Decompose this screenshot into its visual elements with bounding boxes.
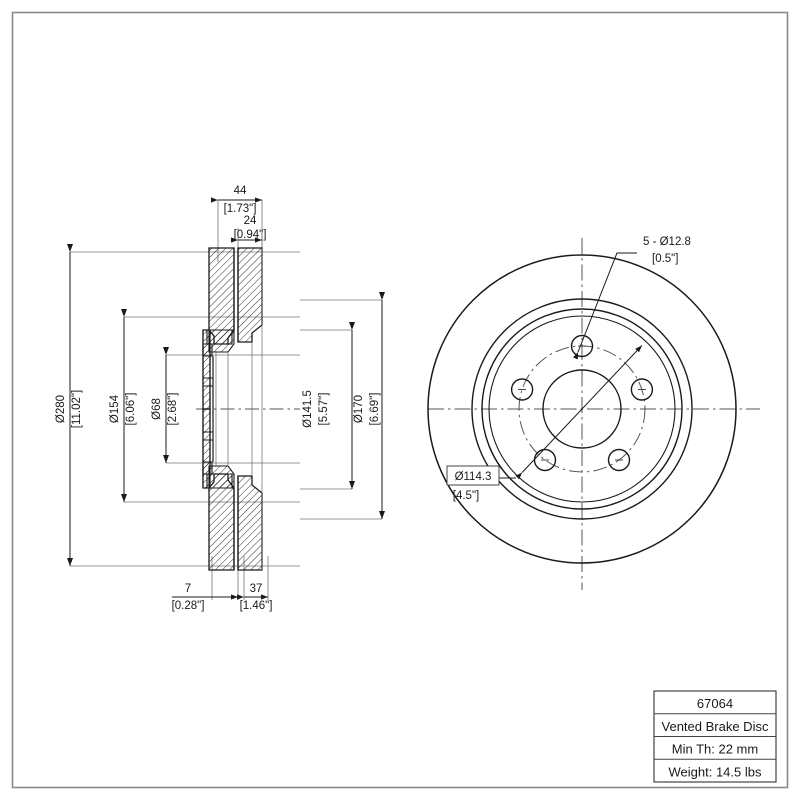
dim-hat-depth: 37 [1.46"]: [237, 583, 273, 612]
title-block-weight: Weight: 14.5 lbs: [669, 765, 762, 780]
dim-7-metric: 7: [185, 583, 191, 595]
svg-text:[6.06"]: [6.06"]: [125, 393, 137, 426]
svg-text:Ø280: Ø280: [55, 395, 67, 423]
dim-mount-face-diameter: Ø170 [6.69"]: [353, 292, 385, 519]
dim-hat-wall-thickness: 7 [0.28"]: [172, 583, 238, 612]
dim-37-imperial: [1.46"]: [240, 600, 273, 612]
friction-ring-inner-circle: [471, 298, 693, 520]
dim-68-imperial: [2.68"]: [167, 393, 179, 426]
hat-outer-circle: [481, 308, 683, 510]
svg-text:Ø141.5: Ø141.5: [302, 390, 314, 428]
bolt-circle-callout: Ø114.3 [4.5"]: [446, 465, 516, 502]
dim-overall-width: 44 [1.73"]: [211, 185, 262, 215]
cross-section-view: Ø280 [11.02"] Ø154 [6.06"]: [55, 185, 385, 612]
dim-inner-ring-diameter: Ø141.5 [5.57"]: [302, 322, 355, 489]
flange-hole-marks: [203, 377, 213, 441]
vent-gap: [233, 248, 239, 570]
dim-center-bore-diameter: Ø68 [2.68"]: [151, 347, 179, 463]
hat-wall-upper: [202, 329, 211, 410]
bolt-hole-metric: 5 - Ø12.8: [643, 236, 691, 248]
bolt-hole-leader-line: [573, 252, 637, 360]
dim-37-metric: 37: [250, 583, 263, 595]
dim-280-metric: Ø280: [55, 395, 67, 423]
dim-68-metric: Ø68: [151, 398, 163, 420]
mount-lip-upper: [202, 343, 213, 357]
title-block-description: Vented Brake Disc: [662, 719, 769, 734]
dim-154-imperial: [6.06"]: [125, 393, 137, 426]
bolt-circle-dimension-line: [515, 345, 643, 480]
dim-44-imperial: [1.73"]: [224, 203, 257, 215]
svg-text:[6.69"]: [6.69"]: [369, 393, 381, 426]
svg-text:Ø68: Ø68: [151, 398, 163, 420]
title-block-min-thickness: Min Th: 22 mm: [672, 742, 758, 757]
dim-1415-metric: Ø141.5: [302, 390, 314, 428]
title-block-part-number: 67064: [697, 696, 733, 711]
dim-1415-imperial: [5.57"]: [318, 393, 330, 426]
hat-flange-upper: [206, 329, 233, 345]
dim-170-metric: Ø170: [353, 395, 365, 423]
svg-text:Ø154: Ø154: [109, 394, 121, 423]
rotor-outer-circle: [427, 254, 737, 564]
hat-wall-lower: [202, 408, 211, 489]
dim-hat-outer-diameter: Ø154 [6.06"]: [109, 309, 137, 502]
face-view: Ø114.3 [4.5"] 5 - Ø12.8 [0.5"]: [427, 236, 760, 590]
sheet-border: [11, 11, 789, 789]
dim-24-metric: 24: [244, 215, 257, 227]
hat-face-circle: [488, 315, 676, 503]
bolt-circle-callout-box: [446, 465, 500, 486]
svg-text:[2.68"]: [2.68"]: [167, 393, 179, 426]
dim-170-imperial: [6.69"]: [369, 393, 381, 426]
internal-construction-lines: [215, 248, 263, 570]
dim-280-imperial: [11.02"]: [71, 390, 83, 428]
dim-24-imperial: [0.94"]: [234, 229, 267, 241]
dim-154-metric: Ø154: [109, 394, 121, 423]
bolt-hole-imperial: [0.5"]: [652, 253, 678, 265]
outboard-plate-lower: [237, 475, 263, 571]
svg-text:[11.02"]: [11.02"]: [71, 390, 83, 428]
outboard-plate-upper: [237, 247, 263, 343]
mount-lip-lower: [202, 461, 213, 475]
svg-text:Ø170: Ø170: [353, 395, 365, 423]
dim-44-metric: 44: [234, 185, 247, 197]
bolt-hole-callout: 5 - Ø12.8 [0.5"]: [573, 236, 691, 360]
bolt-circle-imperial: [4.5"]: [453, 490, 479, 502]
title-block: 67064 Vented Brake Disc Min Th: 22 mm We…: [653, 690, 777, 783]
hat-bore-profile: [202, 330, 214, 488]
hat-flange-lower: [206, 473, 233, 489]
dim-7-imperial: [0.28"]: [172, 600, 205, 612]
bolt-circle-metric: Ø114.3: [455, 471, 492, 483]
section-geometry: [202, 247, 263, 571]
svg-text:[5.57"]: [5.57"]: [318, 393, 330, 426]
dim-overall-diameter: Ø280 [11.02"]: [55, 244, 83, 566]
dim-disc-thickness: 24 [0.94"]: [231, 215, 267, 243]
